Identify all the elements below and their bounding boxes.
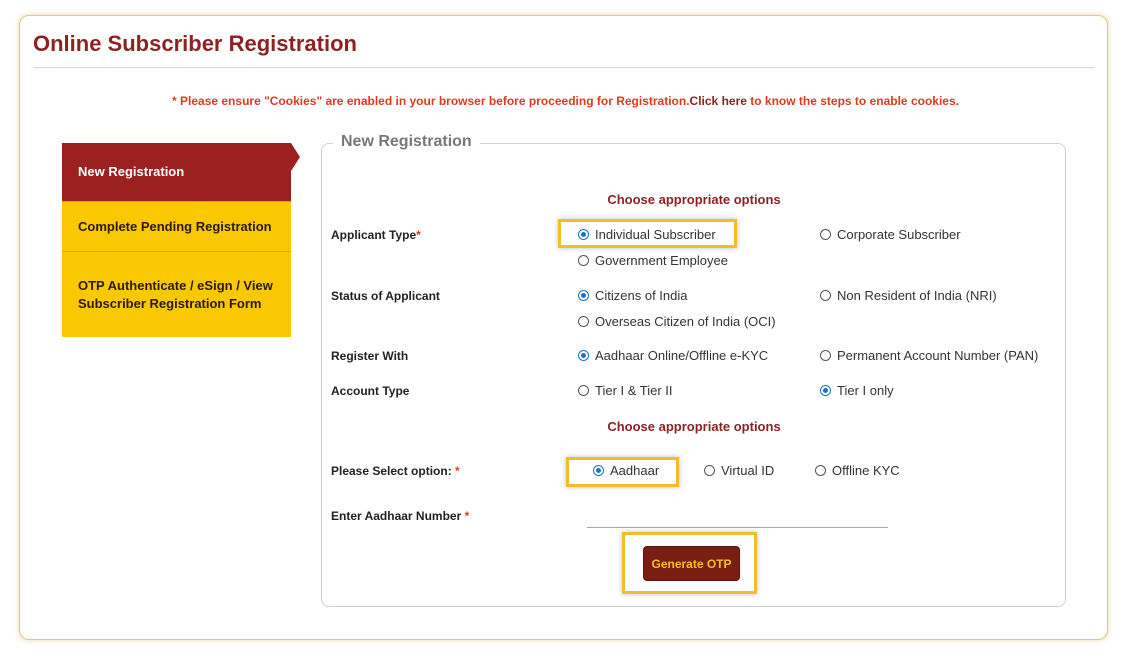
radio-tier-1-and-2[interactable]: Tier I & Tier II	[578, 383, 673, 398]
radio-virtual-id[interactable]: Virtual ID	[704, 463, 774, 478]
radio-government-employee[interactable]: Government Employee	[578, 253, 728, 268]
radio-pan[interactable]: Permanent Account Number (PAN)	[820, 348, 1038, 363]
new-registration-fieldset	[321, 143, 1066, 607]
cookie-help-link[interactable]: Click here	[689, 94, 747, 108]
page-title: Online Subscriber Registration	[33, 31, 357, 56]
sidebar-item-label: OTP Authenticate / eSign / View Subscrib…	[78, 277, 273, 311]
sidebar-item-label: New Registration	[78, 164, 185, 179]
radio-unchecked-icon	[820, 350, 831, 361]
radio-offline-kyc[interactable]: Offline KYC	[815, 463, 900, 478]
sidebar-item-new-registration[interactable]: New Registration	[62, 143, 300, 201]
radio-unchecked-icon	[820, 229, 831, 240]
sidebar-item-otp-esign[interactable]: OTP Authenticate / eSign / View Subscrib…	[62, 251, 291, 337]
sidebar-item-complete-pending[interactable]: Complete Pending Registration	[62, 201, 291, 251]
aadhaar-number-input[interactable]	[587, 505, 888, 528]
radio-citizens-of-india[interactable]: Citizens of India	[578, 288, 688, 303]
section-heading: Choose appropriate options	[607, 419, 781, 434]
select-option-label: Please Select option: *	[331, 464, 460, 478]
sidebar: New Registration Complete Pending Regist…	[62, 143, 300, 337]
radio-tier-1-only[interactable]: Tier I only	[820, 383, 894, 398]
cookie-notice-text: * Please ensure "Cookies" are enabled in…	[172, 94, 690, 108]
applicant-type-label: Applicant Type*	[331, 228, 421, 242]
register-with-label: Register With	[331, 349, 409, 363]
radio-checked-icon	[578, 229, 589, 240]
radio-unchecked-icon	[704, 465, 715, 476]
radio-unchecked-icon	[578, 255, 589, 266]
radio-oci[interactable]: Overseas Citizen of India (OCI)	[578, 314, 776, 329]
generate-otp-button[interactable]: Generate OTP	[643, 546, 740, 581]
radio-checked-icon	[593, 465, 604, 476]
radio-checked-icon	[820, 385, 831, 396]
sidebar-item-label: Complete Pending Registration	[78, 218, 272, 234]
radio-unchecked-icon	[815, 465, 826, 476]
radio-corporate-subscriber[interactable]: Corporate Subscriber	[820, 227, 961, 242]
radio-unchecked-icon	[578, 385, 589, 396]
radio-nri[interactable]: Non Resident of India (NRI)	[820, 288, 997, 303]
fieldset-legend: New Registration	[333, 133, 480, 151]
radio-aadhaar-ekyc[interactable]: Aadhaar Online/Offline e-KYC	[578, 348, 768, 363]
required-mark: *	[455, 464, 460, 478]
cookie-notice: * Please ensure "Cookies" are enabled in…	[0, 94, 1131, 108]
radio-checked-icon	[578, 290, 589, 301]
radio-individual-subscriber[interactable]: Individual Subscriber	[578, 227, 716, 242]
radio-aadhaar[interactable]: Aadhaar	[593, 463, 659, 478]
status-of-applicant-label: Status of Applicant	[331, 289, 440, 303]
radio-unchecked-icon	[578, 316, 589, 327]
account-type-label: Account Type	[331, 384, 410, 398]
title-divider	[33, 67, 1095, 68]
section-heading: Choose appropriate options	[607, 192, 781, 207]
aadhaar-number-label: Enter Aadhaar Number *	[331, 509, 470, 523]
cookie-notice-text-after: to know the steps to enable cookies.	[746, 94, 959, 108]
radio-checked-icon	[578, 350, 589, 361]
required-mark: *	[416, 228, 421, 242]
required-mark: *	[464, 509, 470, 523]
radio-unchecked-icon	[820, 290, 831, 301]
